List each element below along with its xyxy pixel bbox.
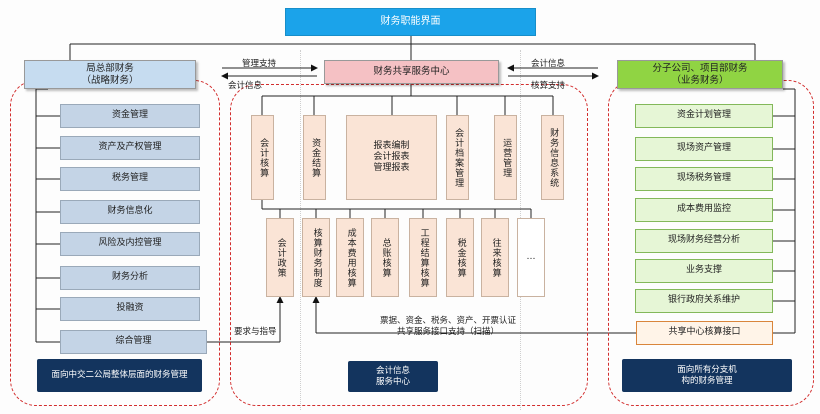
sub-item-project-settlement: 工程结算核算 [409, 218, 437, 297]
background-line [300, 50, 301, 410]
center-item-report-compilation: 报表编制 会计报表 管理报表 [346, 115, 437, 200]
sub-item-accounting-policy: 会计政策 [266, 218, 294, 297]
arrow-label-interface-support: 票据、资金、税务、资产、开票认证 共享服务接口支持（扫描） [380, 316, 517, 338]
left-item-risk-control: 风险及内控管理 [60, 232, 200, 256]
sub-item-ledger-accounting: 总账核算 [371, 218, 399, 297]
center-item-operations: 运营管理 [494, 115, 517, 200]
right-footer: 面向所有分支机 构的财务管理 [622, 359, 792, 392]
sub-item-tax-accounting: 税金核算 [446, 218, 474, 297]
sub-item-cost-accounting: 成本费用核算 [336, 218, 364, 297]
left-item-general-management: 综合管理 [60, 330, 207, 354]
arrow-label-accounting-info-right: 会计信息 [531, 59, 566, 69]
right-item-business-support: 业务支撑 [635, 259, 773, 283]
right-item-site-tax: 现场税务管理 [635, 167, 773, 191]
right-header: 分子公司、项目部财务 （业务财务） [617, 60, 783, 89]
center-item-archive-management: 会计档案管理 [446, 115, 469, 200]
right-item-cost-monitoring: 成本费用监控 [635, 198, 773, 222]
page-title: 财务职能界面 [285, 8, 536, 36]
left-item-asset-property: 资产及产权管理 [60, 136, 200, 160]
arrow-label-management-support: 管理支持 [242, 59, 277, 69]
center-footer: 会计信息 服务中心 [348, 361, 438, 392]
right-item-capital-plan: 资金计划管理 [635, 104, 773, 128]
right-item-site-assets: 现场资产管理 [635, 137, 773, 161]
sub-item-current-accounts: 往来核算 [481, 218, 509, 297]
arrow-label-requirements-guidance: 要求与指导 [234, 327, 277, 337]
left-item-finance-it: 财务信息化 [60, 200, 200, 224]
center-region [230, 84, 588, 406]
center-item-finance-system: 财务信息系统 [541, 115, 564, 200]
right-item-bank-gov-relations: 银行政府关系维护 [635, 289, 773, 313]
sub-item-more: … [517, 218, 545, 297]
right-item-shared-center-interface: 共享中心核算接口 [636, 321, 773, 345]
left-item-capital-management: 资金管理 [60, 104, 200, 128]
left-footer: 面向中交二公局整体层面的财务管理 [37, 359, 202, 392]
center-header: 财务共享服务中心 [324, 60, 499, 84]
arrow-label-accounting-info-left: 会计信息 [228, 81, 263, 91]
left-header: 局总部财务 （战略财务） [24, 60, 196, 89]
center-item-fund-settlement: 资金结算 [303, 115, 326, 200]
left-item-tax-management: 税务管理 [60, 167, 200, 191]
left-item-investment-financing: 投融资 [60, 297, 200, 321]
right-item-site-analysis: 现场财务经营分析 [635, 229, 773, 253]
sub-item-accounting-rules: 核算财务制度 [302, 218, 330, 297]
left-item-financial-analysis: 财务分析 [60, 266, 200, 290]
arrow-label-accounting-support: 核算支持 [531, 81, 566, 91]
center-item-accounting: 会计核算 [251, 115, 274, 200]
